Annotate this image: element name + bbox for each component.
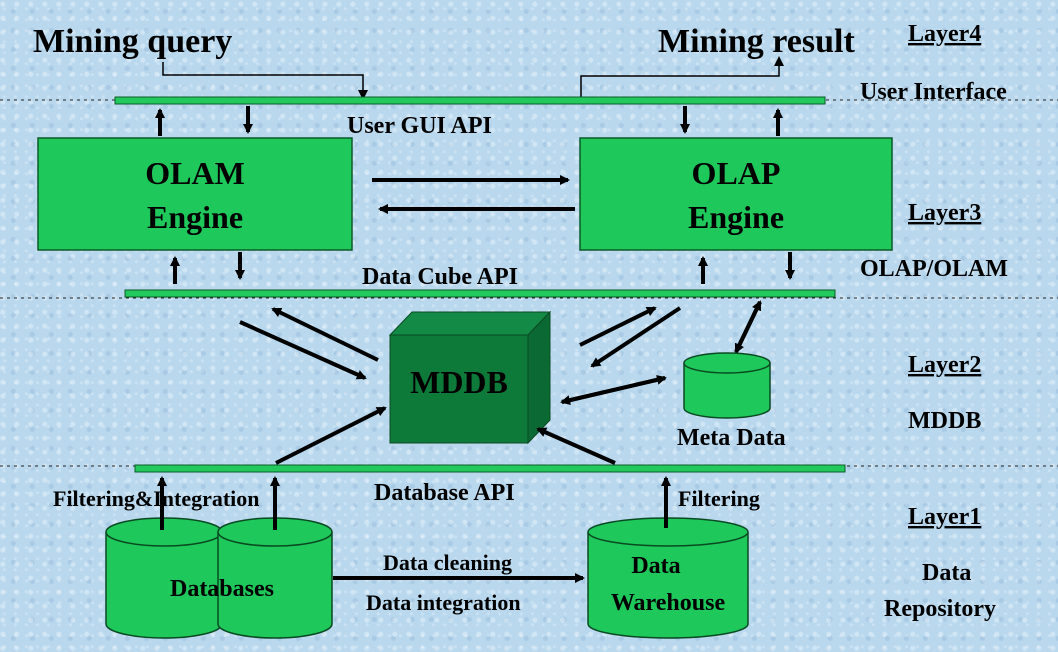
meta-data-cylinder bbox=[683, 352, 771, 419]
databases-cylinder-left bbox=[105, 517, 223, 639]
olam-engine-line2: Engine bbox=[147, 199, 243, 235]
layer2-label: MDDB bbox=[908, 408, 981, 434]
cube-api-bar bbox=[124, 289, 836, 298]
layer1-label-line1: Data bbox=[922, 560, 971, 586]
olam-engine-box bbox=[37, 137, 353, 251]
warehouse-cylinder bbox=[587, 517, 749, 639]
gui-engine-arrows bbox=[155, 106, 783, 136]
databases-cylinder-right bbox=[217, 517, 333, 639]
filtering-label: Filtering bbox=[678, 486, 760, 511]
mddb-cube bbox=[388, 310, 552, 445]
meta-data-label: Meta Data bbox=[677, 425, 786, 451]
data-integration-label: Data integration bbox=[366, 590, 521, 615]
layer3-label: OLAP/OLAM bbox=[860, 256, 1008, 282]
olap-engine-line1: OLAP bbox=[692, 155, 781, 191]
layer4-label: User Interface bbox=[860, 79, 1007, 105]
olap-engine-line2: Engine bbox=[688, 199, 784, 235]
engine-cube-arrows bbox=[170, 252, 795, 284]
databases-label: Databases bbox=[170, 576, 274, 602]
db-api-label: Database API bbox=[374, 480, 515, 506]
mining-query-label: Mining query bbox=[33, 23, 232, 60]
olam-engine-line1: OLAM bbox=[145, 155, 245, 191]
engine-arrows bbox=[372, 175, 575, 214]
olap-engine-box bbox=[579, 137, 893, 251]
layer3-title: Layer3 bbox=[908, 200, 981, 226]
gui-api-label: User GUI API bbox=[347, 113, 492, 139]
mining-result-label: Mining result bbox=[658, 23, 855, 60]
layer4-title: Layer4 bbox=[908, 21, 981, 47]
layer2-title: Layer2 bbox=[908, 352, 981, 378]
gui-api-bar bbox=[114, 96, 826, 105]
layer1-title: Layer1 bbox=[908, 504, 981, 530]
db-api-bar bbox=[134, 464, 846, 473]
warehouse-label-line2: Warehouse bbox=[611, 590, 726, 616]
layer1-label-line2: Repository bbox=[884, 596, 996, 622]
repository-arrows bbox=[157, 476, 671, 583]
mddb-left-arrows bbox=[239, 307, 387, 465]
mddb-label: MDDB bbox=[410, 364, 508, 400]
warehouse-label-line1: Data bbox=[631, 553, 680, 579]
cube-api-label: Data Cube API bbox=[362, 264, 518, 290]
data-cleaning-label: Data cleaning bbox=[383, 550, 512, 575]
top-connectors bbox=[162, 56, 784, 100]
filtering-integration-label: Filtering&Integration bbox=[53, 486, 260, 511]
mddb-right-arrows bbox=[536, 300, 762, 465]
